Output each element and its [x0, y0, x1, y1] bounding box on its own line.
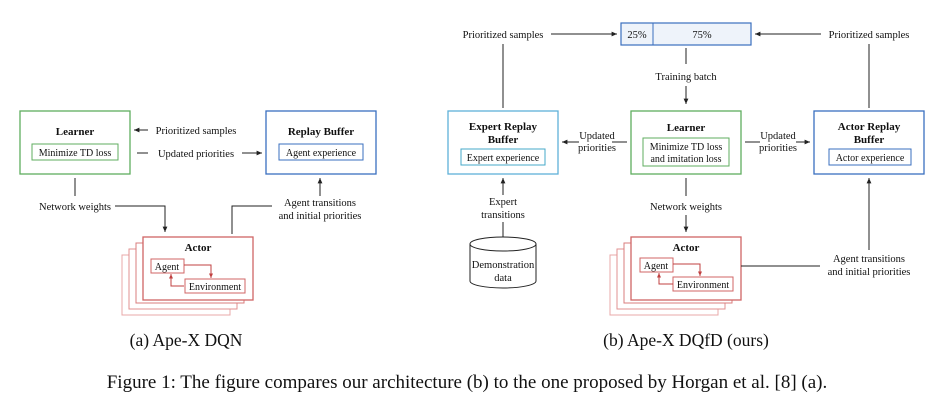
batch-right: 75% [692, 30, 712, 41]
demo-label-1: Demonstration [472, 260, 535, 271]
actor-buffer-inner-box [828, 148, 912, 166]
prioritized-left-label: Prioritized samples [463, 30, 544, 41]
left-learner-title: Learner [56, 126, 95, 138]
right-learner-inner-box [642, 137, 730, 167]
left-buffer-box [265, 110, 377, 175]
updated-right-1: Updated [760, 131, 796, 142]
batch-left: 25% [627, 30, 647, 41]
expert-buffer-title-1: Expert Replay [469, 121, 538, 133]
expert-trans-1: Expert [489, 197, 517, 208]
right-caption: (b) Ape-X DQfD (ours) [603, 330, 769, 350]
actor-buffer-title-2: Buffer [854, 134, 885, 146]
left-agent-to-env [184, 264, 213, 278]
right-learner-title: Learner [667, 122, 706, 134]
left-buffer-inner-box [278, 143, 364, 161]
right-env-label: Environment [677, 280, 729, 291]
right-env-to-agent [657, 273, 673, 285]
expert-buffer-inner-box [460, 148, 546, 166]
right-agent-to-env [673, 263, 702, 276]
updated-left-2: priorities [578, 143, 616, 154]
actor-buffer-inner: Actor experience [836, 153, 905, 164]
left-transitions-line [231, 205, 272, 234]
actor-buffer-title-1: Actor Replay [838, 121, 901, 133]
right-diagram: 25% 75% Prioritized samples Prioritized … [447, 22, 925, 316]
updated-right-2: priorities [759, 143, 797, 154]
left-env-label: Environment [189, 282, 241, 293]
right-learner-inner-2: and imitation loss [650, 154, 721, 165]
expert-trans-2: transitions [481, 210, 525, 221]
left-prioritized-label: Prioritized samples [156, 126, 237, 137]
right-agent-label: Agent [644, 261, 669, 272]
left-buffer-title: Replay Buffer [288, 126, 354, 138]
demo-label-2: data [494, 273, 512, 284]
figure-caption: Figure 1: The figure compares our archit… [107, 372, 828, 393]
left-weights-arrow [115, 205, 168, 232]
expert-buffer-title-2: Buffer [488, 134, 519, 146]
right-learner-inner-1: Minimize TD loss [650, 142, 723, 153]
demo-cylinder [469, 244, 537, 289]
right-agent-box [639, 257, 674, 273]
left-agent-box [150, 258, 185, 274]
right-transitions-1: Agent transitions [833, 254, 905, 265]
expert-buffer-inner: Expert experience [467, 153, 540, 164]
left-actor-title: Actor [185, 242, 212, 254]
left-env-box [184, 278, 246, 294]
left-env-to-agent [169, 274, 184, 287]
left-updated-label: Updated priorities [158, 149, 234, 160]
updated-left-1: Updated [579, 131, 615, 142]
right-transitions-2: and initial priorities [828, 267, 911, 278]
left-learner-inner-box [31, 143, 119, 161]
left-learner-inner: Minimize TD loss [39, 148, 112, 159]
left-agent-label: Agent [155, 262, 180, 273]
training-batch-label: Training batch [655, 72, 717, 83]
left-caption: (a) Ape-X DQN [130, 330, 243, 350]
left-diagram: Learner Minimize TD loss Replay Buffer A… [19, 110, 377, 316]
demo-cylinder-top [469, 236, 537, 252]
left-transitions-label-1: Agent transitions [284, 198, 356, 209]
left-buffer-inner: Agent experience [286, 148, 357, 159]
left-transitions-label-2: and initial priorities [279, 211, 362, 222]
prioritized-right-label: Prioritized samples [829, 30, 910, 41]
right-actor-title: Actor [673, 242, 700, 254]
left-learner-box [19, 110, 131, 175]
left-weights-label: Network weights [39, 202, 111, 213]
right-weights-label: Network weights [650, 202, 722, 213]
